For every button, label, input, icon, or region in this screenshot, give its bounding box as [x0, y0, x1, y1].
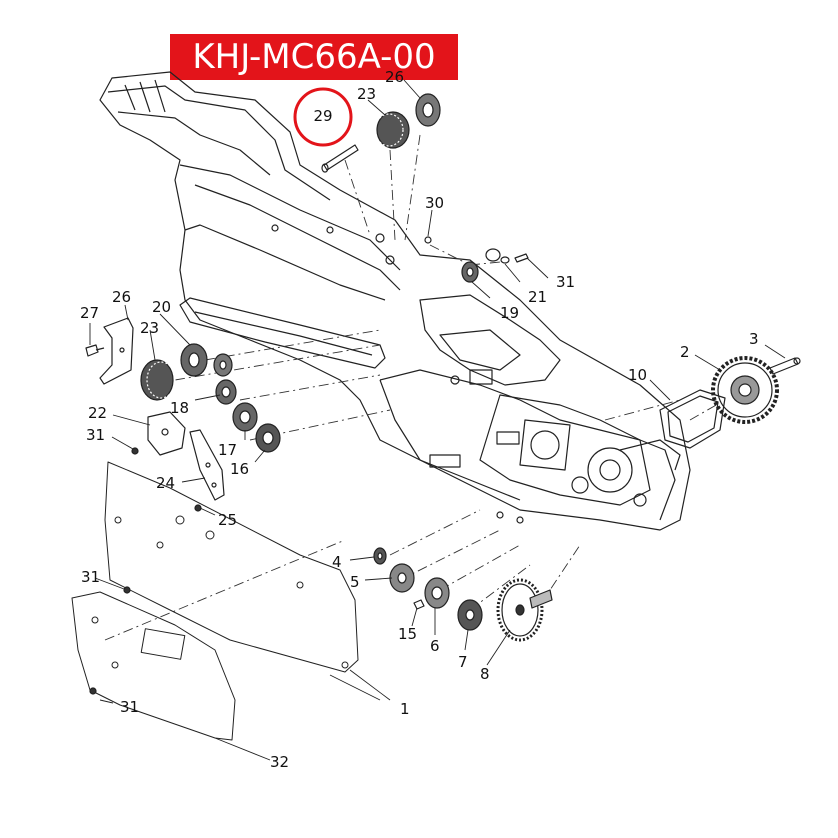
pin-30: [424, 236, 432, 244]
nut-15: [413, 599, 425, 610]
top-gear-26: [415, 93, 441, 127]
main-frame: [99, 71, 691, 531]
highlight-circle: [293, 87, 353, 147]
callout-25: 25: [218, 511, 237, 529]
gear-6: [424, 577, 450, 609]
callout-8: 8: [480, 665, 490, 683]
callout-26a: 26: [385, 68, 404, 86]
screw-3: [769, 357, 801, 375]
bracket-26: [99, 317, 134, 385]
callout-labels: 1 2 3 4 5 6 7 8 10 15 16 17 18 19 20 21 …: [80, 68, 759, 771]
gear-5: [389, 563, 415, 593]
roller-23-left: [140, 359, 176, 401]
callout-15: 15: [398, 625, 417, 643]
callout-20: 20: [152, 298, 171, 316]
bearing-4: [373, 547, 387, 565]
leader-lines: [89, 79, 786, 761]
callout-10: 10: [628, 366, 647, 384]
screw-31-top: [514, 253, 529, 263]
gear-18: [215, 379, 237, 405]
callout-16: 16: [230, 460, 249, 478]
callout-17: 17: [218, 441, 237, 459]
callout-3: 3: [749, 330, 759, 348]
callout-6: 6: [430, 637, 440, 655]
callout-31b: 31: [86, 426, 105, 444]
callout-18: 18: [170, 399, 189, 417]
screw-27: [85, 344, 105, 357]
callout-31a: 31: [556, 273, 575, 291]
callout-19: 19: [500, 304, 519, 322]
callout-2: 2: [680, 343, 690, 361]
gear-19: [461, 261, 479, 283]
top-roller-23: [374, 111, 410, 149]
screw-31-mid: [123, 586, 131, 594]
callout-21: 21: [528, 288, 547, 306]
callout-1: 1: [400, 700, 410, 718]
plate-32: [71, 591, 236, 741]
callout-32: 32: [270, 753, 289, 771]
callout-23b: 23: [140, 319, 159, 337]
screw-31-bottom: [89, 687, 97, 695]
callout-31d: 31: [120, 698, 139, 716]
callout-29: 29: [313, 107, 332, 125]
part-number-banner: KHJ-MC66A-00: [170, 34, 458, 80]
callout-22: 22: [88, 404, 107, 422]
gear-20: [180, 343, 208, 377]
callout-24: 24: [156, 474, 175, 492]
callout-4: 4: [332, 553, 342, 571]
callout-23a: 23: [357, 85, 376, 103]
plate-22: [147, 411, 186, 456]
plate-1: [104, 461, 359, 673]
pin-29: [321, 144, 359, 173]
gear-16: [255, 423, 281, 453]
callout-26b: 26: [112, 288, 131, 306]
gear-7: [457, 599, 483, 631]
callout-27: 27: [80, 304, 99, 322]
sprocket-2: [711, 356, 779, 424]
gear-17: [232, 402, 258, 432]
washer-21: [485, 248, 510, 264]
callout-5: 5: [350, 573, 360, 591]
callout-30: 30: [425, 194, 444, 212]
gasket-10: [659, 389, 726, 449]
callout-7: 7: [458, 653, 468, 671]
callout-31c: 31: [81, 568, 100, 586]
plate-24: [189, 429, 225, 501]
gear-8: [496, 578, 553, 642]
screw-31-left: [131, 447, 139, 455]
gear-small-left: [213, 353, 233, 377]
